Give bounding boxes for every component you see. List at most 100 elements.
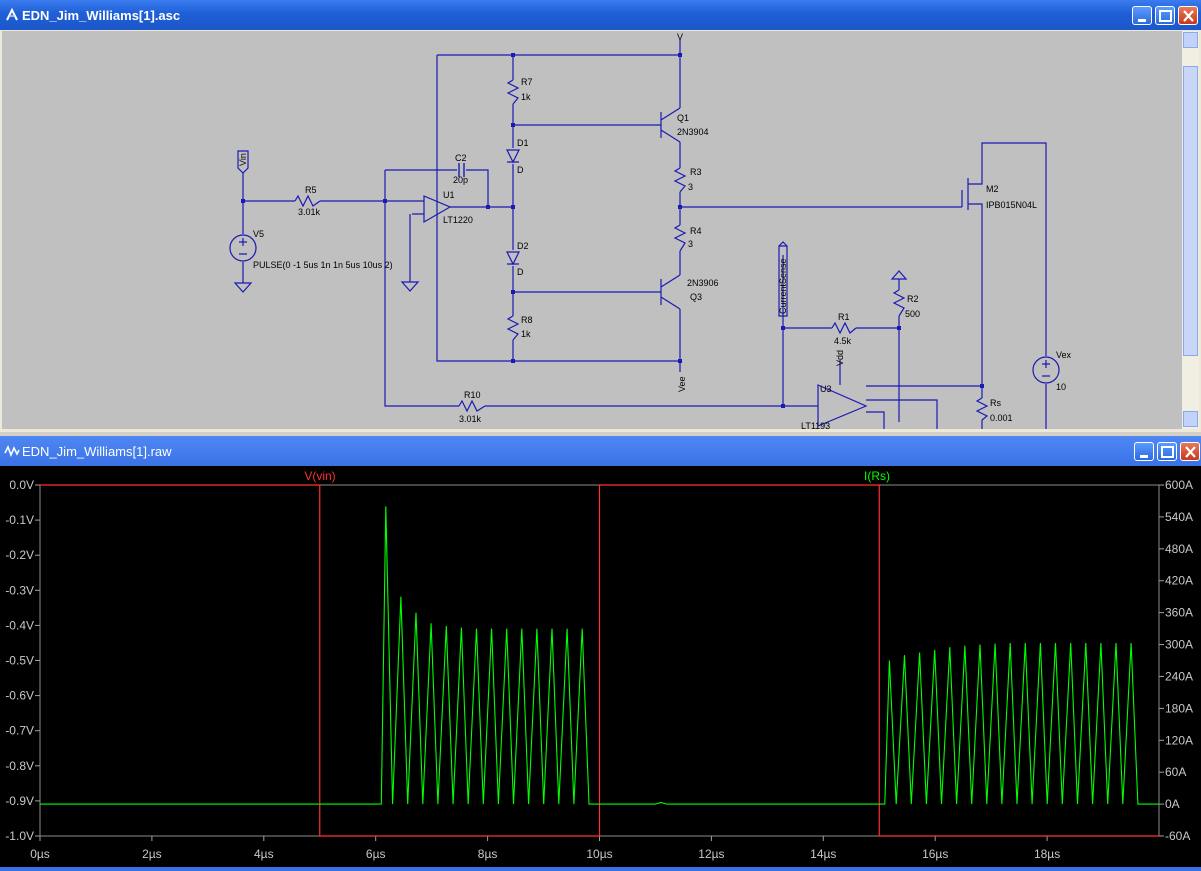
left-tick-label: 0.0V — [9, 478, 34, 492]
schematic-canvas[interactable]: V Vee Vin R7 1k D1 D Q1 2N3904 R3 3 R4 3… — [2, 31, 1182, 429]
label-r1: R1 — [838, 312, 850, 322]
label-q3: Q3 — [690, 292, 702, 302]
right-tick-label: 300A — [1165, 638, 1193, 652]
scroll-thumb[interactable] — [1183, 66, 1198, 356]
trace-name-label: I(Rs) — [864, 469, 890, 483]
close-button[interactable] — [1178, 6, 1198, 25]
label-r2: R2 — [907, 294, 919, 304]
series-vvin-line — [40, 484, 1159, 837]
label-u3: U3 — [820, 384, 832, 394]
x-tick-label: 18µs — [1034, 847, 1060, 861]
waveform-title: EDN_Jim_Williams[1].raw — [22, 444, 172, 459]
schematic-scrollbar[interactable] — [1182, 31, 1199, 429]
left-tick-label: -0.2V — [5, 548, 34, 562]
net-label-v: V — [677, 32, 683, 42]
right-tick-label: 600A — [1165, 478, 1193, 492]
label-c2: C2 — [455, 153, 467, 163]
waveform-titlebar[interactable]: EDN_Jim_Williams[1].raw — [0, 436, 1201, 466]
right-tick-label: 360A — [1165, 606, 1193, 620]
left-tick-label: -0.9V — [5, 794, 34, 808]
maximize-button[interactable] — [1155, 6, 1175, 25]
label-v5: V5 — [253, 229, 264, 239]
wires — [242, 40, 1047, 429]
label-rs: Rs — [990, 398, 1001, 408]
left-tick-label: -0.7V — [5, 724, 34, 738]
right-tick-label: 0A — [1165, 797, 1180, 811]
waveform-plot-area[interactable]: 0.0V -0.1V -0.2V -0.3V -0.4V -0.5V -0.6V -0.7V -… — [0, 466, 1201, 867]
diodes — [506, 149, 520, 266]
right-tick-label: 480A — [1165, 542, 1193, 556]
label-r7-value: 1k — [521, 92, 531, 102]
minimize-button[interactable] — [1134, 442, 1154, 461]
schematic-titlebar[interactable]: EDN_Jim_Williams[1].asc — [0, 0, 1201, 30]
label-q1: Q1 — [677, 113, 689, 123]
label-u3-value: LT1193 — [801, 421, 830, 429]
label-r3: R3 — [690, 167, 702, 177]
x-tick-label: 6µs — [366, 847, 386, 861]
left-tick-label: -0.8V — [5, 759, 34, 773]
label-u1: U1 — [443, 190, 455, 200]
right-tick-label: -60A — [1165, 829, 1190, 843]
component-labels: V Vee Vin R7 1k D1 D Q1 2N3904 R3 3 R4 3… — [238, 32, 1072, 429]
x-tick-label: 14µs — [810, 847, 836, 861]
waveform-chart: 0.0V -0.1V -0.2V -0.3V -0.4V -0.5V -0.6V -0.7V -… — [5, 469, 1193, 861]
schematic-drawing: V Vee Vin R7 1k D1 D Q1 2N3904 R3 3 R4 3… — [229, 32, 1072, 429]
label-q1-value: 2N3904 — [677, 127, 709, 137]
label-d2: D2 — [517, 241, 529, 251]
label-r4-value: 3 — [688, 239, 693, 249]
net-label-vee: Vee — [677, 376, 687, 392]
scroll-down-button[interactable] — [1183, 411, 1198, 427]
label-r10: R10 — [464, 390, 481, 400]
label-r10-value: 3.01k — [459, 414, 482, 424]
x-tick-label: 12µs — [698, 847, 724, 861]
left-tick-label: -0.6V — [5, 689, 34, 703]
scroll-up-button[interactable] — [1183, 32, 1198, 48]
label-m2: M2 — [986, 184, 999, 194]
label-d1-value: D — [517, 165, 524, 175]
right-tick-label: 540A — [1165, 510, 1193, 524]
transistors — [660, 107, 681, 310]
label-v5-pulse: PULSE(0 -1 5us 1n 1n 5us 10us 2) — [253, 260, 393, 270]
schematic-window: EDN_Jim_Williams[1].asc — [0, 0, 1201, 432]
minimize-button[interactable] — [1132, 6, 1152, 25]
label-c2-value: 20p — [453, 175, 468, 185]
x-tick-label: 10µs — [586, 847, 612, 861]
left-tick-label: -0.4V — [5, 618, 34, 632]
right-tick-label: 180A — [1165, 701, 1193, 715]
right-tick-label: 60A — [1165, 765, 1186, 779]
left-tick-label: -0.5V — [5, 654, 34, 668]
trace-name-label: V(vin) — [304, 469, 335, 483]
maximize-button[interactable] — [1157, 442, 1177, 461]
label-r5-value: 3.01k — [298, 207, 321, 217]
label-r2-value: 500 — [905, 309, 920, 319]
window-bottom-border — [0, 867, 1201, 871]
right-tick-label: 420A — [1165, 574, 1193, 588]
label-r4: R4 — [690, 226, 702, 236]
x-tick-label: 16µs — [922, 847, 948, 861]
label-vex-value: 10 — [1056, 382, 1066, 392]
net-label-vdd: Vdd — [835, 350, 845, 366]
label-rs-value: 0.001 — [990, 413, 1013, 423]
left-tick-label: -0.1V — [5, 513, 34, 527]
label-d1: D1 — [517, 138, 529, 148]
label-r3-value: 3 — [688, 182, 693, 192]
capacitor-c2 — [458, 163, 465, 177]
label-r8-value: 1k — [521, 329, 531, 339]
net-label-currentsense: CurrentSense — [778, 258, 788, 314]
label-r8: R8 — [521, 315, 533, 325]
net-label-vin: Vin — [238, 153, 248, 166]
right-tick-label: 120A — [1165, 733, 1193, 747]
sources — [229, 150, 1060, 384]
label-q3-value: 2N3906 — [687, 278, 719, 288]
x-tick-label: 0µs — [30, 847, 50, 861]
label-r1-value: 4.5k — [834, 336, 852, 346]
close-button[interactable] — [1180, 442, 1200, 461]
resistors — [294, 79, 989, 421]
left-tick-label: -0.3V — [5, 583, 34, 597]
junction-dots — [241, 53, 984, 408]
left-tick-label: -1.0V — [5, 829, 34, 843]
x-tick-label: 8µs — [478, 847, 498, 861]
label-r5: R5 — [305, 185, 317, 195]
label-r7: R7 — [521, 77, 533, 87]
label-m2-value: IPB015N04L — [986, 200, 1037, 210]
